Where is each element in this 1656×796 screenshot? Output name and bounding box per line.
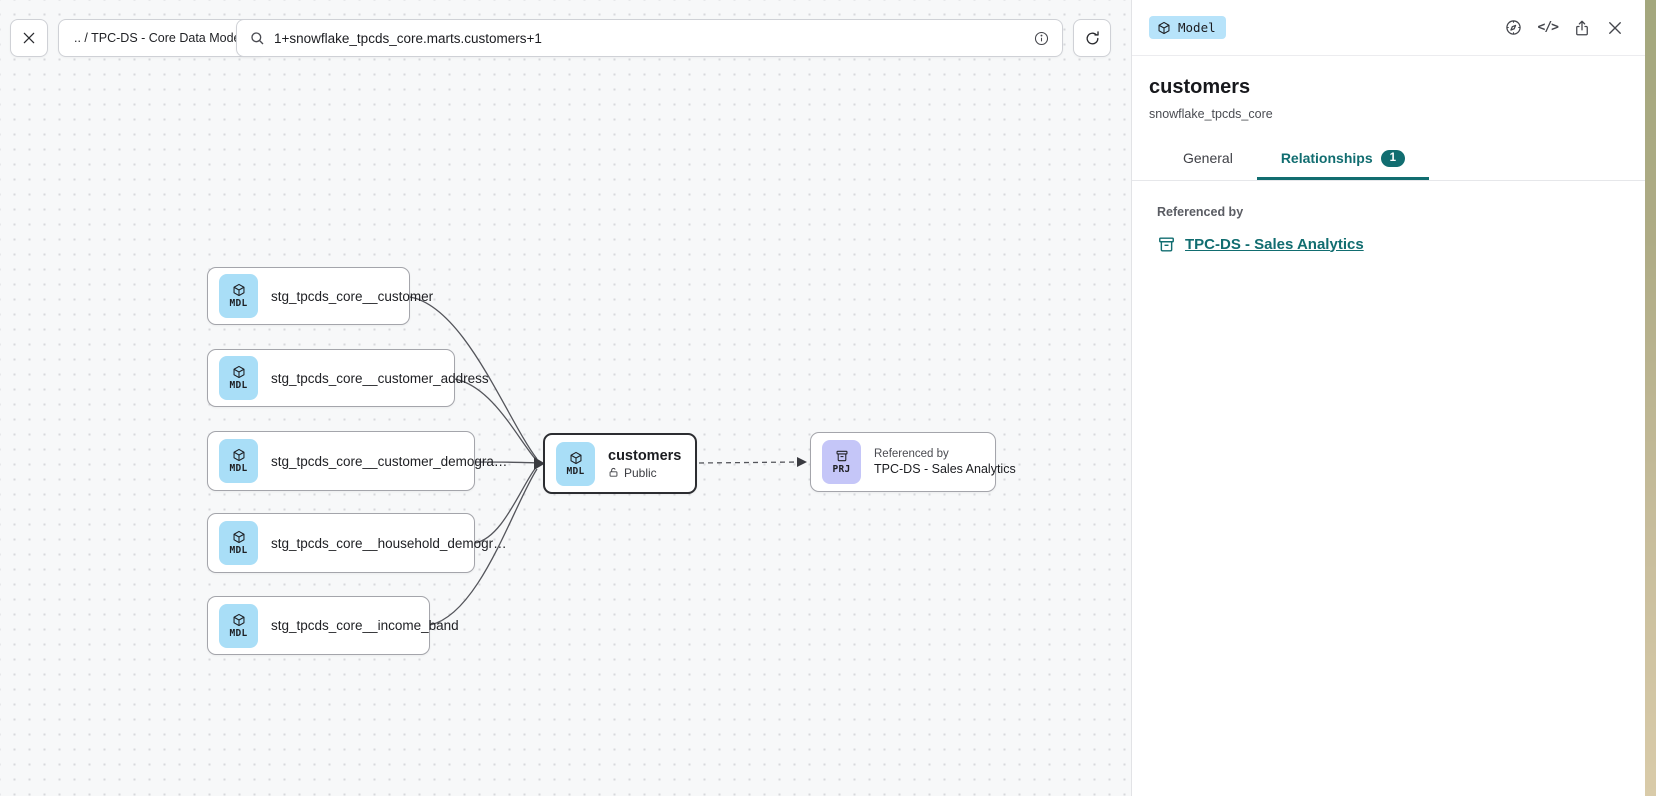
panel-header: Model </> xyxy=(1132,0,1645,56)
page-title: customers xyxy=(1149,76,1251,98)
node-stg-customer[interactable]: MDL stg_tpcds_core__customer xyxy=(207,267,433,325)
resource-type-badge: Model xyxy=(1149,16,1226,39)
model-badge: MDL xyxy=(219,439,258,483)
node-stg-income-band[interactable]: MDL stg_tpcds_core__income_band xyxy=(207,596,459,655)
details-panel: Model </> customers snowflake_tpcds_core… xyxy=(1131,0,1645,796)
lineage-canvas[interactable]: MDL stg_tpcds_core__customer MDL stg_tpc… xyxy=(0,0,1131,796)
breadcrumb[interactable]: .. / TPC-DS - Core Data Models xyxy=(58,19,266,57)
tab-label: General xyxy=(1183,150,1233,167)
breadcrumb-label: .. / TPC-DS - Core Data Models xyxy=(74,31,250,45)
search-icon xyxy=(249,30,265,46)
node-project-sales-analytics[interactable]: PRJ Referenced by TPC-DS - Sales Analyti… xyxy=(810,432,1016,492)
tab-label: Relationships xyxy=(1280,150,1373,167)
node-label: stg_tpcds_core__customer_address xyxy=(271,370,489,386)
reference-row: TPC-DS - Sales Analytics xyxy=(1157,235,1620,254)
node-label: stg_tpcds_core__customer_demogra… xyxy=(271,453,508,469)
cube-icon xyxy=(1157,21,1171,35)
node-kicker: Referenced by xyxy=(874,448,949,460)
lineage-edges xyxy=(409,296,807,626)
node-stg-customer-demographics[interactable]: MDL stg_tpcds_core__customer_demogra… xyxy=(207,431,507,491)
close-icon xyxy=(21,30,37,46)
model-badge: MDL xyxy=(219,356,258,400)
code-icon[interactable]: </> xyxy=(1537,20,1560,35)
resource-type-label: Model xyxy=(1178,20,1216,35)
search-input[interactable] xyxy=(274,30,1024,46)
close-graph-button[interactable] xyxy=(10,19,48,57)
explore-compass-icon[interactable] xyxy=(1504,18,1523,37)
node-stg-customer-address[interactable]: MDL stg_tpcds_core__customer_address xyxy=(207,349,489,407)
cube-icon xyxy=(569,451,583,465)
node-title: TPC-DS - Sales Analytics xyxy=(874,462,1016,476)
project-name: snowflake_tpcds_core xyxy=(1149,107,1273,121)
lineage-search[interactable] xyxy=(236,19,1063,57)
lock-open-icon xyxy=(608,467,619,478)
node-customers-selected[interactable]: MDL customers Public xyxy=(543,433,697,494)
cube-icon xyxy=(232,365,246,379)
refresh-icon xyxy=(1084,30,1101,47)
project-link[interactable]: TPC-DS - Sales Analytics xyxy=(1185,235,1364,253)
project-badge: PRJ xyxy=(822,440,861,484)
refresh-button[interactable] xyxy=(1073,19,1111,57)
node-label: stg_tpcds_core__income_band xyxy=(271,618,459,633)
model-badge: MDL xyxy=(219,274,258,318)
tab-relationships[interactable]: Relationships 1 xyxy=(1256,138,1430,180)
badge-label: MDL xyxy=(229,380,248,391)
model-badge: MDL xyxy=(219,603,258,648)
panel-tabs: General Relationships 1 xyxy=(1132,138,1645,181)
node-access: Public xyxy=(624,465,657,480)
cube-icon xyxy=(232,283,246,297)
tab-general[interactable]: General xyxy=(1159,138,1257,180)
share-icon[interactable] xyxy=(1573,19,1591,37)
close-panel-icon[interactable] xyxy=(1606,19,1624,37)
model-badge: MDL xyxy=(556,441,595,486)
badge-label: MDL xyxy=(229,463,248,474)
badge-label: MDL xyxy=(229,545,248,556)
archive-icon xyxy=(835,449,849,463)
info-icon[interactable] xyxy=(1033,30,1050,47)
badge-label: MDL xyxy=(566,465,585,477)
cube-icon xyxy=(232,613,246,627)
model-badge: MDL xyxy=(219,521,258,565)
node-label: stg_tpcds_core__customer xyxy=(271,288,434,304)
node-label: stg_tpcds_core__household_demogr… xyxy=(271,535,507,551)
badge-label: MDL xyxy=(229,627,248,639)
badge-label: MDL xyxy=(229,298,248,309)
referenced-by-label: Referenced by xyxy=(1157,204,1244,219)
desktop-wallpaper-sliver xyxy=(1645,0,1656,796)
cube-icon xyxy=(232,448,246,462)
archive-icon xyxy=(1157,235,1176,254)
cube-icon xyxy=(232,530,246,544)
badge-label: PRJ xyxy=(832,464,851,475)
node-stg-household-demographics[interactable]: MDL stg_tpcds_core__household_demogr… xyxy=(207,513,507,573)
tab-count-badge: 1 xyxy=(1380,150,1406,167)
node-title: customers xyxy=(608,447,682,464)
